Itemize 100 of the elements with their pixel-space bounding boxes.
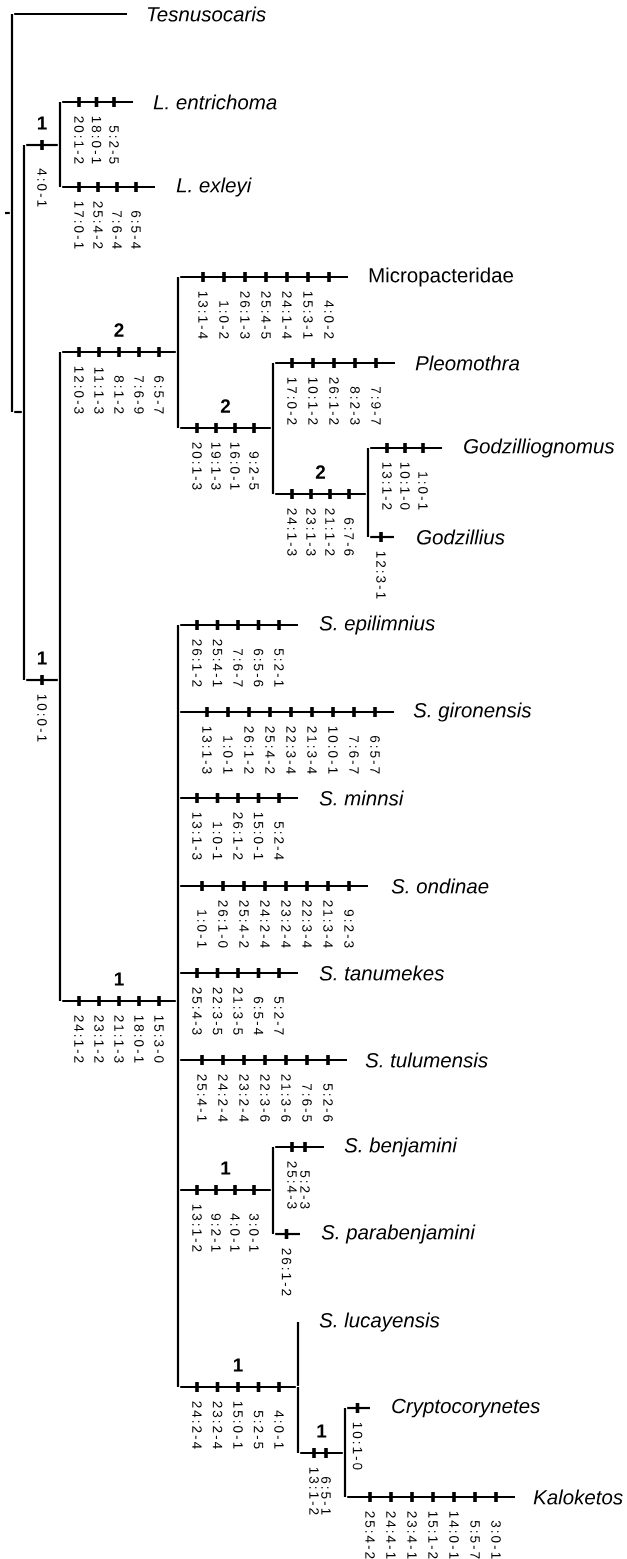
support-value: 1 xyxy=(221,1161,231,1175)
taxon-name: Cryptocorynetes xyxy=(392,1398,540,1418)
branch-line xyxy=(370,535,394,539)
character-label: 1:0-1 xyxy=(212,822,223,860)
branch-line xyxy=(180,623,298,627)
character-label: 21:3-4 xyxy=(307,726,317,774)
branch-line xyxy=(26,143,58,147)
character-label: 24:1-3 xyxy=(287,508,297,556)
character-label: 21:3-4 xyxy=(323,900,333,948)
character-label: 24:2-4 xyxy=(218,1074,228,1122)
character-label: 6:5-7 xyxy=(154,375,164,414)
character-label: 6:5-6 xyxy=(253,648,264,687)
character-label: 1:0-1 xyxy=(197,910,207,948)
character-label: 10:1-2 xyxy=(308,377,318,425)
branch-line xyxy=(296,1322,300,1386)
support-value: 1 xyxy=(37,116,47,130)
branch-line xyxy=(370,446,442,450)
character-label: 25:4-1 xyxy=(212,639,223,687)
character-label: 15:3-0 xyxy=(154,1015,164,1063)
taxon-name: Kaloketos xyxy=(533,1489,623,1505)
character-label: 11:1-3 xyxy=(94,367,104,414)
node-bar xyxy=(10,14,14,412)
support-value: 2 xyxy=(220,399,230,413)
character-label: 24:4-1 xyxy=(386,1511,396,1559)
character-label: 15:1-2 xyxy=(428,1511,438,1559)
character-label: 23:1-2 xyxy=(94,1015,104,1063)
character-label: 26:1-2 xyxy=(192,639,202,687)
taxon-name: S. parabenjamini xyxy=(321,1224,476,1244)
character-label: 10:1-0 xyxy=(352,1422,363,1470)
character-label: 26:1-2 xyxy=(244,726,254,774)
character-label: 26:1-0 xyxy=(218,900,228,948)
taxon-name: L. exleyi xyxy=(176,177,252,197)
branch-line xyxy=(14,410,22,414)
character-label: 13:1-3 xyxy=(202,726,212,774)
taxon-name: S. ondinae xyxy=(391,878,489,894)
taxon-name: S. benjamini xyxy=(344,1137,458,1157)
character-label: 9:2-3 xyxy=(344,909,354,948)
character-label: 22:3-5 xyxy=(212,987,223,1035)
taxon-name: Tesnusocaris xyxy=(147,6,266,22)
branch-line xyxy=(62,350,176,354)
support-value: 1 xyxy=(37,651,47,665)
character-label: 4:0-1 xyxy=(37,168,47,207)
taxon-name: L. entrichoma xyxy=(153,94,277,110)
character-label: 7:6-5 xyxy=(302,1083,312,1122)
character-label: 5:5-7 xyxy=(470,1520,480,1559)
branch-line xyxy=(180,710,394,714)
branch-line xyxy=(275,492,366,496)
character-label: 6:5-7 xyxy=(370,735,380,774)
character-label: 25:4-2 xyxy=(93,201,103,249)
character-label: 26:1-2 xyxy=(233,812,243,860)
branch-line xyxy=(14,12,127,16)
character-label: 23:1-3 xyxy=(306,508,316,556)
node-bar xyxy=(176,277,180,428)
character-label: 5:2-5 xyxy=(109,125,119,164)
branch-line xyxy=(62,100,133,104)
character-label: 5:2-3 xyxy=(300,1170,310,1209)
character-label: 21:1-2 xyxy=(325,508,335,556)
taxon-name: Pleomothra xyxy=(415,355,520,371)
taxon-name: S. tanumekes xyxy=(319,965,444,981)
taxon-name: S. minnsi xyxy=(319,790,404,806)
branch-line xyxy=(347,1495,515,1499)
character-label: 15:0-1 xyxy=(233,1401,243,1449)
taxon-name: S. gironensis xyxy=(413,702,532,722)
character-label: 18:0-1 xyxy=(91,116,102,164)
branch-line xyxy=(180,884,368,888)
character-label: 7:6-4 xyxy=(112,210,122,249)
branch-line xyxy=(180,971,298,975)
branch-line xyxy=(347,1406,370,1410)
character-label: 19:1-3 xyxy=(211,442,221,490)
node-bar xyxy=(271,1147,275,1234)
character-label: 14:0-1 xyxy=(449,1511,459,1559)
character-label: 24:2-4 xyxy=(192,1401,202,1449)
character-label: 3:0-1 xyxy=(491,1520,501,1559)
node-bar xyxy=(176,625,180,1387)
branch-line xyxy=(5,211,10,215)
branch-line xyxy=(180,275,348,279)
character-label: 5:2-1 xyxy=(274,648,284,687)
character-label: 17:0-2 xyxy=(287,377,297,425)
character-label: 7:9-7 xyxy=(371,386,381,425)
character-label: 22:3-4 xyxy=(286,726,296,774)
character-label: 7:6-7 xyxy=(233,648,243,687)
support-value: 1 xyxy=(317,1424,327,1438)
character-label: 21:3-5 xyxy=(233,987,243,1035)
taxon-name: S. lucayensis xyxy=(319,1312,440,1332)
support-value: 2 xyxy=(114,323,124,337)
character-label: 24:1-2 xyxy=(74,1015,84,1063)
character-label: 24:2-4 xyxy=(260,900,270,948)
branch-line xyxy=(62,185,155,189)
branch-line xyxy=(300,1451,343,1455)
character-label: 23:2-4 xyxy=(281,900,291,948)
character-label: 8:1-2 xyxy=(114,375,124,414)
taxon-name: S. tulumensis xyxy=(365,1052,488,1068)
character-label: 26:1-3 xyxy=(240,291,250,339)
character-label: 3:0-1 xyxy=(249,1213,259,1252)
node-bar xyxy=(22,145,26,680)
character-label: 13:1-2 xyxy=(382,462,392,510)
character-label: 25:4-3 xyxy=(192,987,202,1035)
character-label: 13:1-2 xyxy=(192,1204,202,1252)
character-label: 25:4-2 xyxy=(365,1511,375,1559)
character-label: 16:0-1 xyxy=(230,442,240,490)
